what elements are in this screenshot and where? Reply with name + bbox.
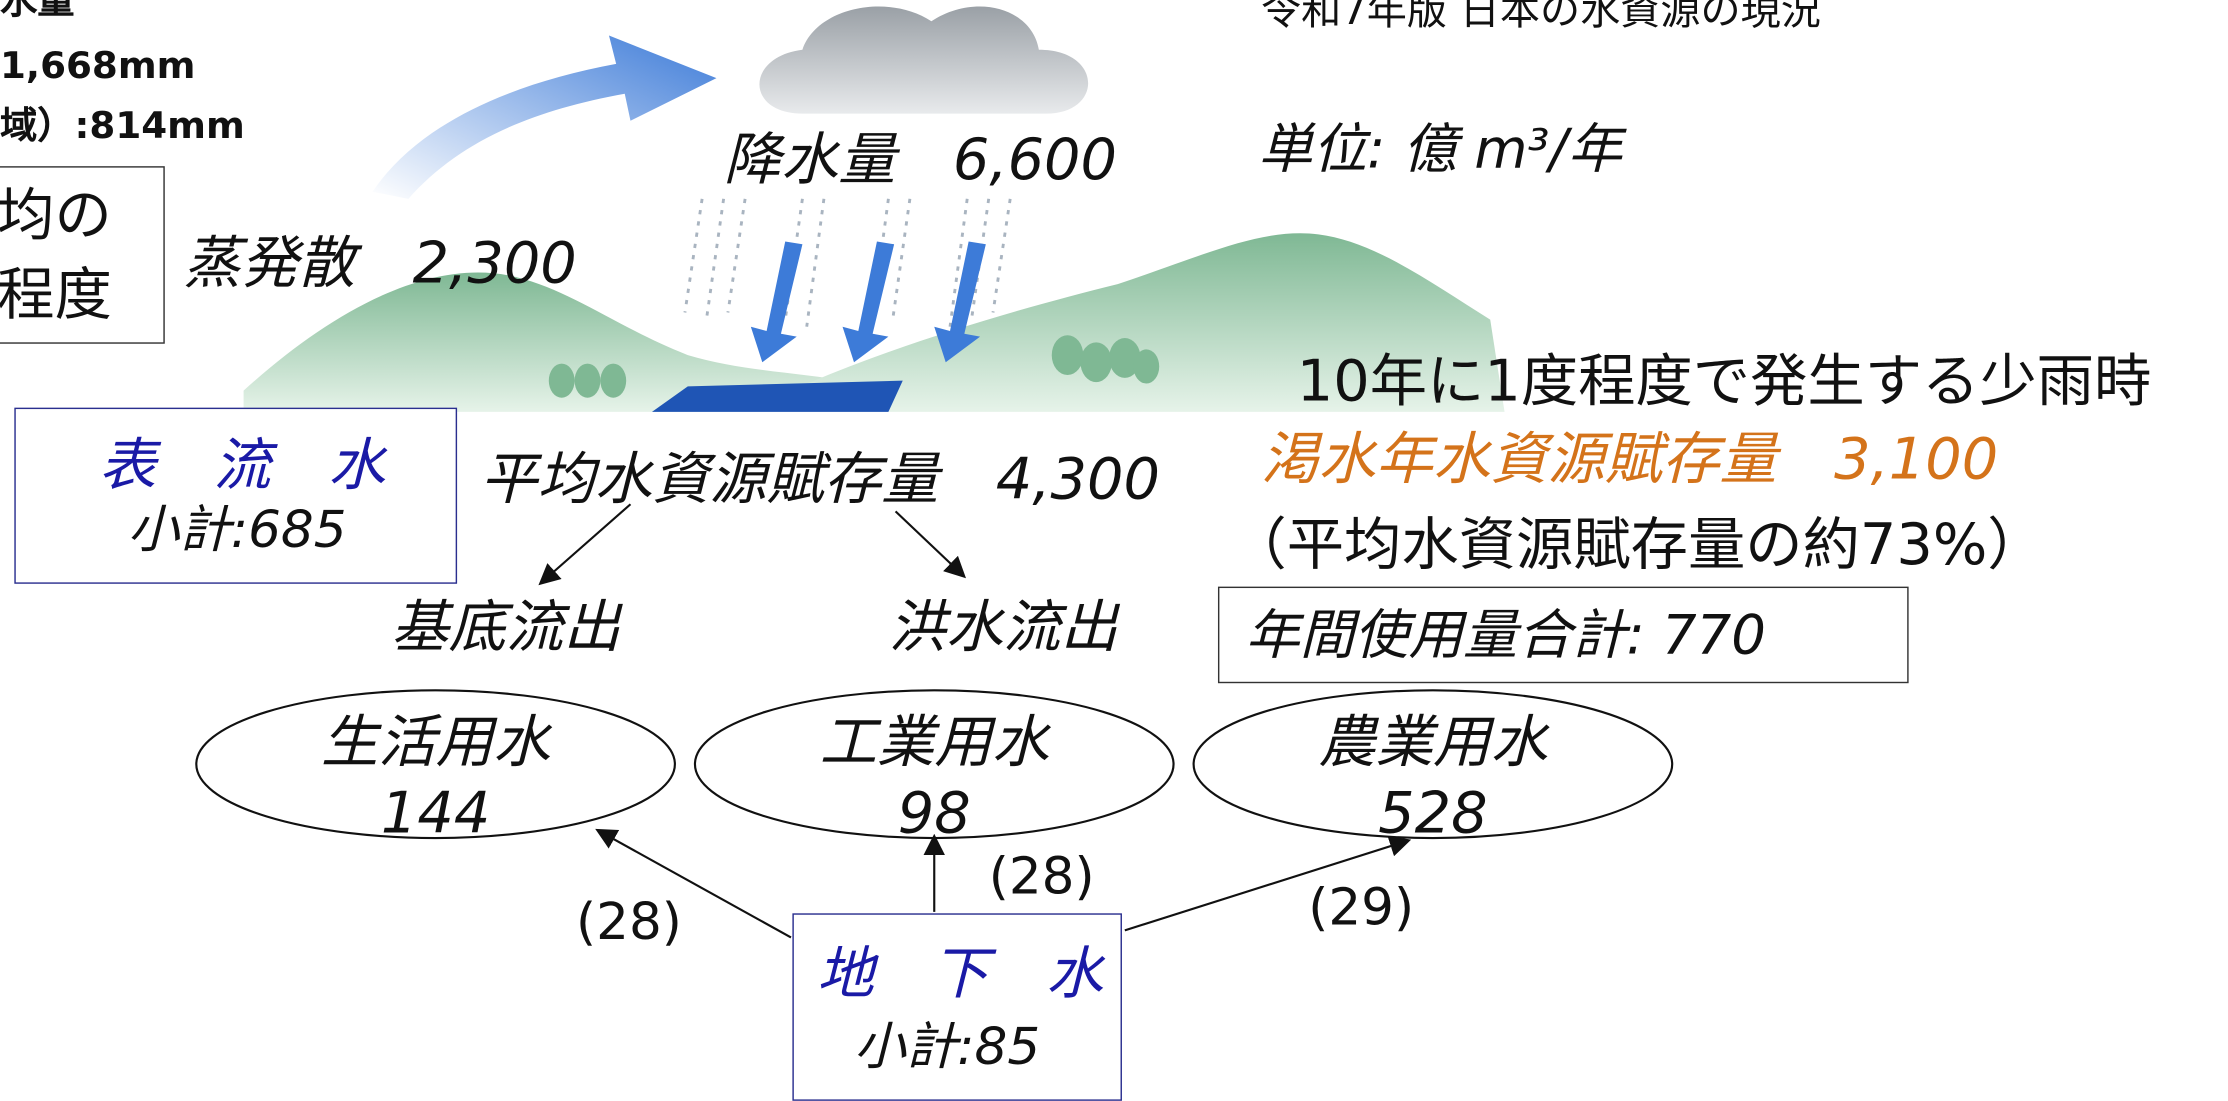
total-usage-label: 年間使用量合計: 770 (1245, 603, 1766, 667)
domestic-water-name: 生活用水 (320, 710, 551, 776)
cloud-icon (759, 6, 1089, 114)
mountain-left (243, 272, 889, 412)
agricultural-water-name: 農業用水 (1318, 710, 1548, 776)
groundwater-title: 地 下 水 (816, 941, 1104, 1008)
unit-label: 単位: 億 m³/年 (1258, 117, 1623, 181)
comparison-box: 均の 程度 (0, 166, 165, 344)
groundwater-subtotal: 小計:85 (854, 1018, 1041, 1077)
groundwater-box: 地 下 水 小計:85 (792, 913, 1122, 1101)
gw-domestic-label: (28) (576, 893, 682, 952)
agricultural-water: 農業用水 528 (1218, 707, 1648, 849)
domestic-water: 生活用水 144 (221, 707, 651, 849)
gw-agricultural-label: (29) (1308, 879, 1415, 938)
ellipse-agricultural (1192, 689, 1674, 840)
surface-water-subtotal: 小計:685 (127, 501, 347, 560)
lake (651, 380, 903, 412)
ellipse-domestic (195, 689, 676, 840)
domestic-water-value: 144 (380, 781, 491, 847)
trees-right (1051, 335, 1160, 384)
rainfall-world-fragment: 域）:814mm (0, 105, 245, 148)
trees-left (548, 363, 627, 398)
industrial-water-name: 工業用水 (819, 710, 1049, 776)
gw-arrow-domestic (595, 828, 792, 939)
surface-water-title: 表 流 水 (98, 433, 386, 499)
arrow-to-flood-flow (894, 510, 967, 579)
gw-industrial-label: (28) (988, 847, 1095, 907)
evapotranspiration-label: 蒸発散 2,300 (183, 231, 577, 297)
drought-ratio: （平均水資源賦存量の約73%） (1229, 512, 2045, 579)
flood-flow-label: 洪水流出 (888, 595, 1118, 661)
average-resource-label: 平均水資源賦存量 4,300 (480, 447, 1160, 513)
rainfall-japan-fragment: 1,668mm (0, 45, 196, 89)
drought-value: 渇水年水資源賦存量 3,100 (1260, 427, 1999, 493)
precipitation-label: 降水量 6,600 (723, 127, 1117, 194)
rainfall-heading-fragment: 水量 (0, 0, 75, 23)
drought-note: 10年に1度程度で発生する少雨時 (1296, 349, 2152, 415)
surface-water-box: 表 流 水 小計:685 (14, 407, 458, 584)
comparison-box-line2: 程度 (0, 262, 112, 329)
gw-arrow-agricultural (1124, 835, 1412, 932)
rain-arrows (750, 241, 986, 363)
mountain-right (745, 233, 1505, 412)
arrow-to-base-flow (538, 503, 632, 586)
industrial-water: 工業用水 98 (719, 707, 1149, 849)
total-usage-box: 年間使用量合計: 770 (1217, 586, 1909, 684)
base-flow-label: 基底流出 (391, 595, 621, 661)
agricultural-water-value: 528 (1378, 781, 1488, 847)
industrial-water-value: 98 (897, 781, 971, 847)
comparison-box-line1: 均の (0, 183, 112, 249)
evaporation-arrow (372, 35, 717, 199)
report-title: 令和7年版 日本の水資源の現況 (1260, 0, 1821, 35)
